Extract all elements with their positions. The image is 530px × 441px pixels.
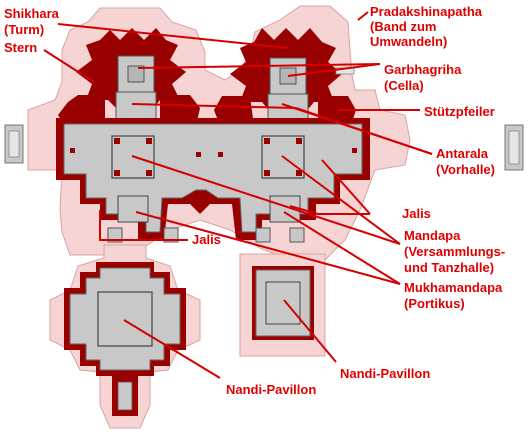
cella-left-inner	[127, 65, 145, 83]
pillar	[296, 170, 302, 176]
leader-mukhamandapa-1	[135, 211, 401, 285]
leader-garbhagriha-1	[137, 63, 381, 69]
pillar	[218, 152, 223, 157]
label-antarala: Antarala	[436, 146, 489, 161]
pillar	[146, 138, 152, 144]
leader-lines	[43, 11, 433, 379]
antarala-left	[115, 91, 157, 121]
label-shikhara-sub: (Turm)	[4, 22, 44, 37]
label-stern: Stern	[4, 40, 37, 55]
nandi-pavilion-left	[64, 262, 186, 416]
label-nandi-left: Nandi-Pavillon	[226, 382, 316, 397]
pillar	[264, 138, 270, 144]
nandi-left-core	[97, 291, 153, 347]
label-pradakshinapatha: Pradakshinapatha	[370, 4, 483, 19]
entrance	[289, 227, 305, 243]
label-mukhamandapa: Mukhamandapa	[404, 280, 503, 295]
pillar	[114, 138, 120, 144]
leader-nandi-left	[123, 319, 221, 379]
leader-garbhagriha-2	[287, 63, 381, 77]
porch-east-steps	[508, 130, 520, 165]
pillar	[296, 138, 302, 144]
label-nandi-right: Nandi-Pavillon	[340, 366, 430, 381]
nandi-pavilion-right	[252, 266, 314, 340]
labels: Shikhara (Turm) Stern Pradakshinapatha (…	[4, 4, 505, 397]
leader-shikhara	[57, 23, 289, 49]
side-porches	[4, 124, 524, 171]
pillar	[196, 152, 201, 157]
pillar	[114, 170, 120, 176]
entrance-pavilions	[107, 227, 305, 243]
label-antarala-sub: (Vorhalle)	[436, 162, 495, 177]
pillars	[70, 138, 357, 176]
entrance	[163, 227, 179, 243]
mandapa-halls	[56, 118, 370, 240]
entrance	[107, 227, 123, 243]
label-stuetzpfeiler: Stützpfeiler	[424, 104, 495, 119]
leader-pradakshinapatha	[357, 11, 369, 21]
mukhamandapa-left	[117, 195, 149, 223]
label-garbhagriha-sub: (Cella)	[384, 78, 424, 93]
label-mandapa-2: (Versammlungs-	[404, 244, 505, 259]
leader-mandapa-1	[131, 155, 401, 245]
leader-stern	[43, 49, 95, 83]
cellas	[117, 55, 355, 95]
leader-jalis-left	[99, 210, 188, 241]
label-jalis-left: Jalis	[192, 232, 221, 247]
pillar	[146, 170, 152, 176]
leader-jalis-right-2	[321, 159, 371, 215]
nandi-left-steps-inner	[117, 381, 133, 411]
leader-jalis-right	[289, 205, 370, 215]
leader-antarala-1	[131, 103, 297, 109]
nandi-right-core	[265, 281, 301, 325]
label-jalis-right: Jalis	[402, 206, 431, 221]
label-garbhagriha: Garbhagriha	[384, 62, 462, 77]
leader-nandi-right	[283, 299, 337, 363]
pillar	[264, 170, 270, 176]
entrance	[255, 227, 271, 243]
leader-mandapa-2	[281, 155, 401, 245]
label-shikhara: Shikhara	[4, 6, 60, 21]
label-mandapa: Mandapa	[404, 228, 461, 243]
label-mukhamandapa-sub: (Portikus)	[404, 296, 465, 311]
leader-mukhamandapa-2	[283, 211, 401, 285]
leader-antarala-3	[281, 103, 433, 155]
label-pradakshinapatha-3: Umwandeln)	[370, 34, 447, 49]
label-mandapa-3: und Tanzhalle)	[404, 260, 494, 275]
pillar	[70, 148, 75, 153]
porch-west-steps	[8, 130, 20, 158]
pillar	[352, 148, 357, 153]
label-pradakshinapatha-2: (Band zum	[370, 19, 436, 34]
